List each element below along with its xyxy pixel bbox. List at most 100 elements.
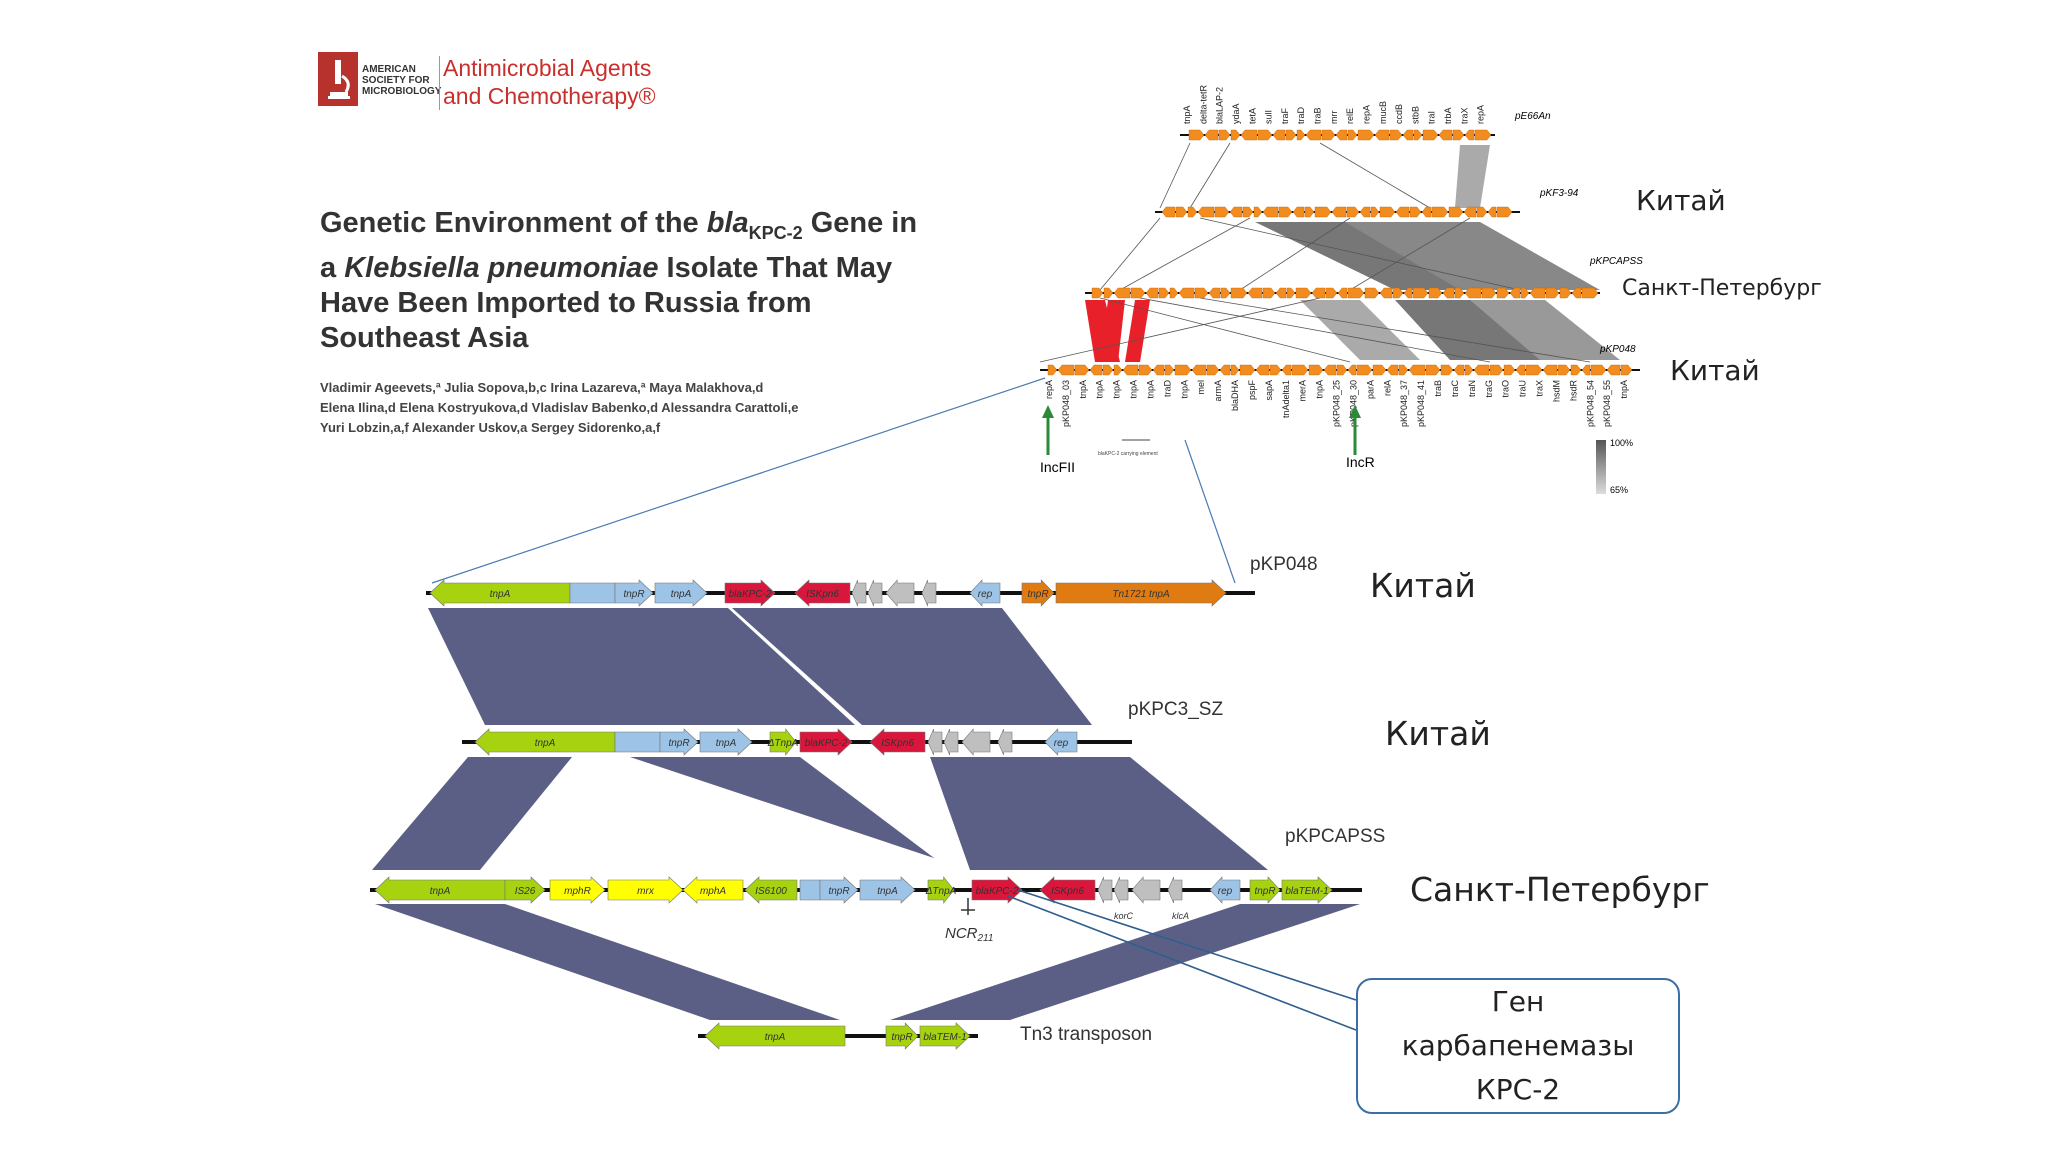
gene-arrow	[1489, 364, 1504, 376]
gene-arrow	[921, 579, 937, 607]
gene-label: tnpR	[1027, 589, 1048, 600]
gene-label: parA	[1365, 380, 1375, 399]
plasmid-label: pKPCAPSS	[1589, 256, 1643, 267]
identity-legend	[1596, 440, 1606, 494]
gene-arrow	[724, 579, 776, 607]
gene-label: sapA	[1264, 380, 1274, 401]
logo-divider	[439, 56, 440, 110]
gene-arrow	[1590, 364, 1607, 376]
zoom-line-right	[1184, 439, 1236, 584]
gene-arrow	[1214, 206, 1230, 218]
track-label-pKPC3_SZ: pKPC3_SZ	[1128, 699, 1223, 720]
gene-arrow	[1103, 287, 1114, 299]
gene-arrow	[1392, 287, 1404, 299]
gene-arrow	[1240, 129, 1258, 141]
gene-label: repA	[1476, 105, 1486, 124]
authors-line: Yuri Lobzin,a,f Alexander Uskov,a Sergey…	[320, 420, 661, 435]
gene-arrow	[927, 876, 955, 904]
gene-arrow	[1438, 129, 1453, 141]
gene-arrow	[1174, 364, 1192, 376]
gene-arrow	[1113, 876, 1129, 904]
gene-arrow	[1230, 287, 1248, 299]
gene-arrow	[859, 876, 916, 904]
gene-label: repA	[1044, 380, 1054, 399]
legend-max-label: 100%	[1610, 438, 1633, 448]
gene-arrow	[1291, 364, 1309, 376]
gene-arrow	[1296, 129, 1306, 141]
gene-arrow	[682, 876, 744, 904]
gene-arrow	[1346, 206, 1360, 218]
gene-arrow	[1398, 364, 1409, 376]
gene-arrow	[1175, 206, 1188, 218]
gene-arrow	[1044, 728, 1078, 756]
gene-arrows-pKF3-94	[1161, 206, 1513, 218]
zoom-line-left	[431, 377, 1046, 584]
gene-arrow	[1281, 364, 1292, 376]
journal-name: Antimicrobial Agents and Chemotherapy®	[443, 54, 656, 110]
region-label-pKPC3_SZ: Китай	[1385, 714, 1491, 753]
gene-label: IS26	[515, 886, 536, 897]
gene-arrow	[744, 876, 798, 904]
gene-label: pKP048_54	[1585, 380, 1595, 427]
gene-arrow	[1253, 206, 1263, 218]
gene-label: rep	[978, 589, 993, 600]
gene-label: tnpA	[1145, 380, 1155, 399]
gene-arrow	[1473, 364, 1490, 376]
gene-arrow	[1520, 287, 1530, 299]
gene-label: mphR	[564, 886, 591, 897]
homology-block	[732, 608, 1092, 725]
gene-arrow	[1337, 287, 1348, 299]
gene-arrow	[1496, 287, 1510, 299]
callout-line: Ген	[1491, 985, 1545, 1018]
gene-arrow	[1428, 287, 1443, 299]
gene-arrow	[1021, 579, 1055, 607]
gene-arrow	[851, 579, 867, 607]
incfii-label: IncFII	[1040, 459, 1075, 475]
gene-arrow	[1102, 364, 1114, 376]
gene-arrow	[1476, 206, 1488, 218]
gene-arrow	[1167, 876, 1183, 904]
gene-arrow	[1272, 129, 1286, 141]
gene-arrow	[1402, 129, 1414, 141]
gene-arrow	[1464, 364, 1474, 376]
journal-line: and Chemotherapy®	[443, 83, 656, 109]
gene-arrow	[1130, 287, 1146, 299]
gene-arrow	[1372, 364, 1387, 376]
homology-block	[890, 904, 1360, 1020]
gene-arrow	[1356, 364, 1373, 376]
gene-label: tnpA	[1129, 380, 1139, 399]
gene-label: traI	[1427, 111, 1437, 124]
gene-label: tetA	[1247, 108, 1257, 124]
gene-arrow	[1304, 206, 1315, 218]
gene-arrow	[1570, 364, 1582, 376]
gene-arrow	[769, 728, 797, 756]
gene-arrow	[1145, 287, 1159, 299]
gene-arrow	[1219, 364, 1231, 376]
kpc-element-label: blaKPC-2 carrying element	[1098, 451, 1158, 457]
gene-label: ccdB	[1394, 104, 1404, 124]
gene-arrow	[1442, 287, 1455, 299]
homology-band	[1300, 300, 1420, 360]
gene-arrow	[1197, 206, 1215, 218]
gene-arrow	[1089, 364, 1103, 376]
gene-label: relE	[1345, 108, 1355, 124]
gene-arrow	[1230, 364, 1240, 376]
gene-label: blaKPC-2	[805, 738, 848, 749]
gene-label: pspF	[1247, 380, 1257, 401]
gene-arrow	[429, 579, 571, 607]
gene-label: blaTEM-1	[923, 1032, 966, 1043]
gene-arrow	[1440, 364, 1454, 376]
gene-arrow	[1262, 287, 1276, 299]
gene-arrow	[1323, 364, 1337, 376]
incr-marker: IncR	[1346, 405, 1375, 470]
gene-arrow	[1557, 364, 1571, 376]
gene-arrow	[374, 876, 506, 904]
gene-label: ISKpn6	[1051, 886, 1084, 897]
homology-gap	[800, 757, 970, 870]
gene-arrow	[1571, 287, 1582, 299]
gene-label: pKP048_55	[1602, 380, 1612, 427]
gene-arrow	[1463, 206, 1477, 218]
